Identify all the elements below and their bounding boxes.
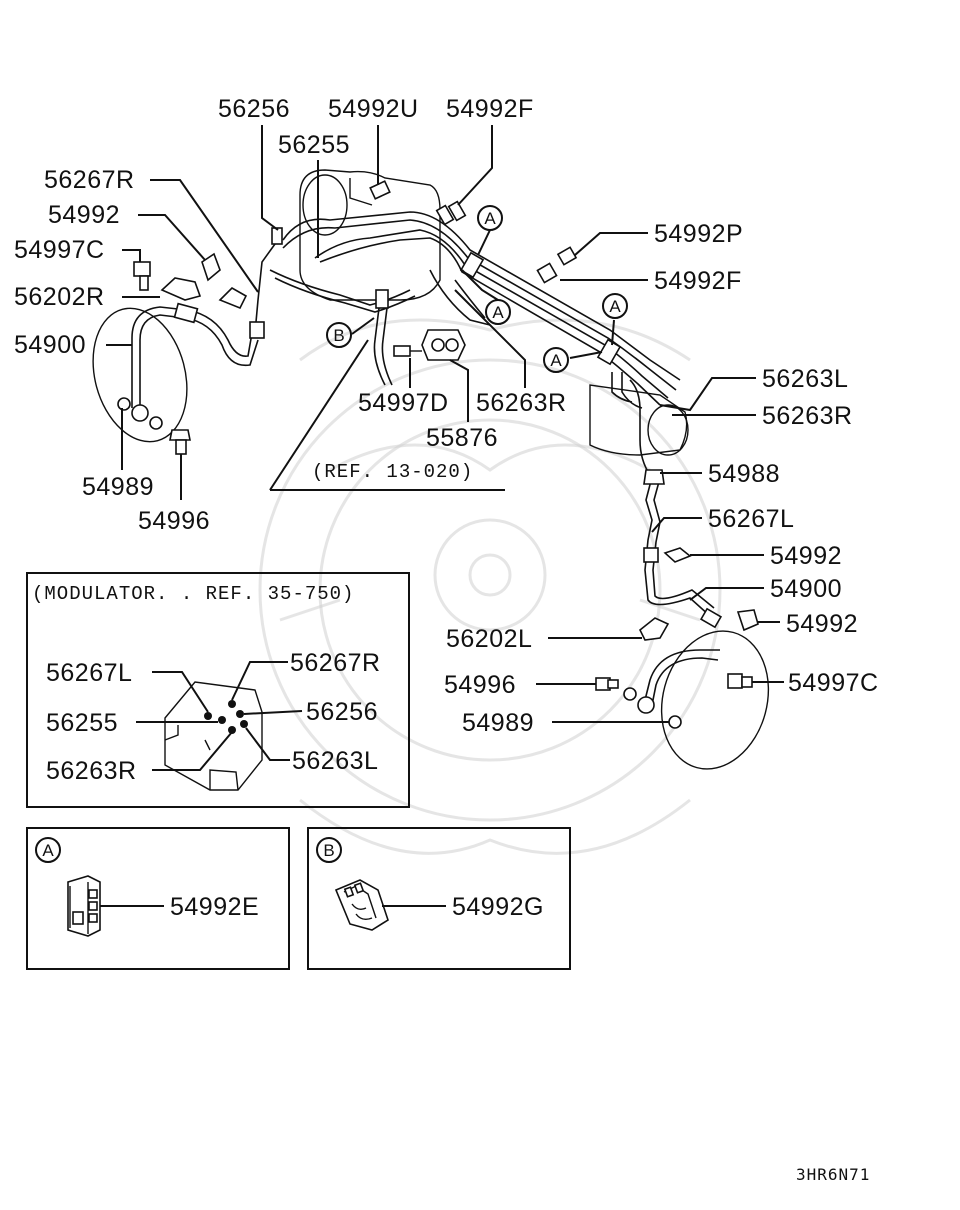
diagram-code: 3HR6N71 [796,1165,870,1184]
detail-a-box: A 54992E [26,827,290,970]
detail-b-label-54992g: 54992G [452,893,544,921]
label-54900-left: 54900 [14,331,86,359]
mod-label-56256: 56256 [306,698,378,726]
label-54996-left: 54996 [138,507,210,535]
label-54992-r1: 54992 [770,542,842,570]
label-54992u: 54992U [328,95,419,123]
leader-lines [106,125,784,723]
label-56263l: 56263L [762,365,848,393]
label-54996-right: 54996 [444,671,516,699]
svg-text:A: A [492,303,504,322]
label-56267r: 56267R [44,166,135,194]
label-56263r-mid: 56263R [476,389,567,417]
svg-text:A: A [42,841,54,860]
label-56256: 56256 [218,95,290,123]
svg-text:B: B [333,326,344,345]
label-54997d: 54997D [358,389,449,417]
pipe-clamps [369,180,622,366]
label-56255: 56255 [278,131,350,159]
label-56263r-right: 56263R [762,402,853,430]
mod-label-56255: 56255 [46,709,118,737]
callout-a-1: A [477,205,503,231]
modulator-title: (MODULATOR. . REF. 35-750) [32,583,354,605]
label-54992f-top: 54992F [446,95,534,123]
label-54989-left: 54989 [82,473,154,501]
right-booster-outline [589,372,689,476]
detail-b-box: B 54992G [307,827,571,970]
label-54992p: 54992P [654,220,743,248]
label-56267l: 56267L [708,505,794,533]
mod-label-56267r: 56267R [290,649,381,677]
label-54992-left: 54992 [48,201,120,229]
label-54997c-left: 54997C [14,236,105,264]
label-54997c-right: 54997C [788,669,879,697]
label-54900-right: 54900 [770,575,842,603]
left-brake-hose-assembly [92,227,283,455]
label-54992f-right: 54992F [654,267,742,295]
svg-text:A: A [550,351,562,370]
svg-text:A: A [484,209,496,228]
label-54988: 54988 [708,460,780,488]
callout-a-3: A [602,293,628,319]
label-54992-r2: 54992 [786,610,858,638]
callout-a-2: A [485,299,511,325]
callout-a-4: A [543,347,569,373]
watermark-emblem [258,318,722,855]
svg-text:A: A [609,297,621,316]
modulator-box: (MODULATOR. . REF. 35-750) 56267L 56267R… [26,572,410,808]
proportioning-valve [393,329,466,361]
ref-note-13-020: (REF. 13-020) [312,461,473,483]
label-56202r: 56202R [14,283,105,311]
svg-text:B: B [323,841,334,860]
label-56202l: 56202L [446,625,532,653]
callout-b: B [326,322,352,348]
detail-a-label-54992e: 54992E [170,893,259,921]
right-brake-hose-assembly [595,469,770,770]
mod-label-56263r: 56263R [46,757,137,785]
brake-booster-outline [299,169,441,301]
main-brake-pipes [269,211,681,406]
mod-label-56267l: 56267L [46,659,132,687]
mod-label-56263l: 56263L [292,747,378,775]
label-54989-right: 54989 [462,709,534,737]
label-55876: 55876 [426,424,498,452]
